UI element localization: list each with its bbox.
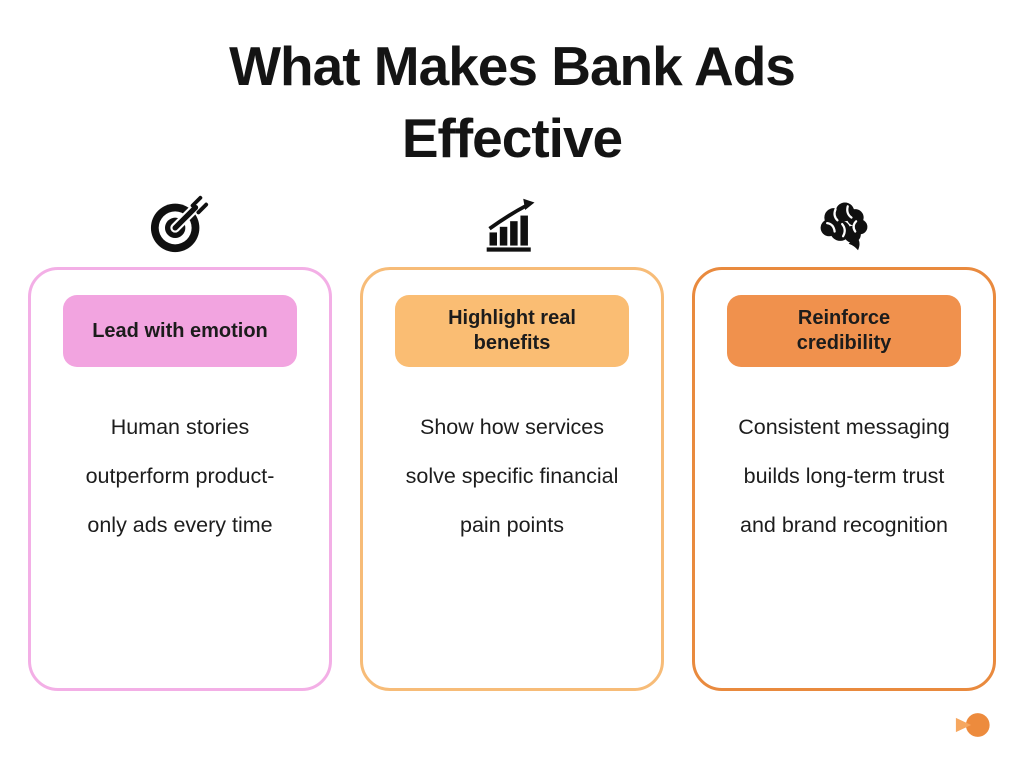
body-line: builds long-term trust	[743, 464, 945, 488]
badge-highlight-real-benefits: Highlight real benefits	[395, 295, 629, 367]
card-body-text: Show how services solve specific financi…	[362, 403, 662, 550]
page-title: What Makes Bank Ads Effective	[229, 35, 796, 169]
card-highlight-real-benefits: Highlight real benefits Show how service…	[360, 267, 664, 691]
body-line: pain points	[460, 513, 564, 537]
badge-label-line: credibility	[796, 332, 892, 354]
badge-label-line: Highlight real	[448, 307, 576, 329]
growth-chart-icon	[482, 190, 542, 254]
logo-circle	[965, 713, 990, 737]
brain-icon	[813, 190, 875, 254]
badge-reinforce-credibility: Reinforce credibility	[727, 295, 961, 367]
body-line: Show how services	[419, 415, 605, 439]
target-dart-icon	[149, 190, 211, 254]
card-lead-with-emotion: Lead with emotion Human stories outperfo…	[28, 267, 332, 691]
body-line: and brand recognition	[740, 513, 948, 537]
badge-label-line: Reinforce	[797, 307, 891, 329]
badge-lead-with-emotion: Lead with emotion	[63, 295, 297, 367]
column-lead-with-emotion: Lead with emotion Human stories outperfo…	[28, 190, 332, 691]
logo-play-triangle	[955, 717, 972, 733]
card-body-text: Human stories outperform product- only a…	[30, 403, 330, 550]
body-line: Consistent messaging	[738, 415, 950, 439]
body-line: solve specific financial	[405, 464, 619, 488]
body-line: Human stories	[110, 415, 250, 439]
body-line: only ads every time	[87, 513, 273, 537]
cards-row: Lead with emotion Human stories outperfo…	[28, 190, 996, 691]
column-highlight-real-benefits: Highlight real benefits Show how service…	[360, 190, 664, 691]
card-body-text: Consistent messaging builds long-term tr…	[694, 403, 994, 550]
brand-logo	[954, 712, 992, 739]
column-reinforce-credibility: Reinforce credibility Consistent messagi…	[692, 190, 996, 691]
badge-label-line: Lead with emotion	[92, 319, 268, 342]
card-reinforce-credibility: Reinforce credibility Consistent messagi…	[692, 267, 996, 691]
body-line: outperform product-	[85, 464, 275, 488]
badge-label-line: benefits	[473, 332, 551, 354]
